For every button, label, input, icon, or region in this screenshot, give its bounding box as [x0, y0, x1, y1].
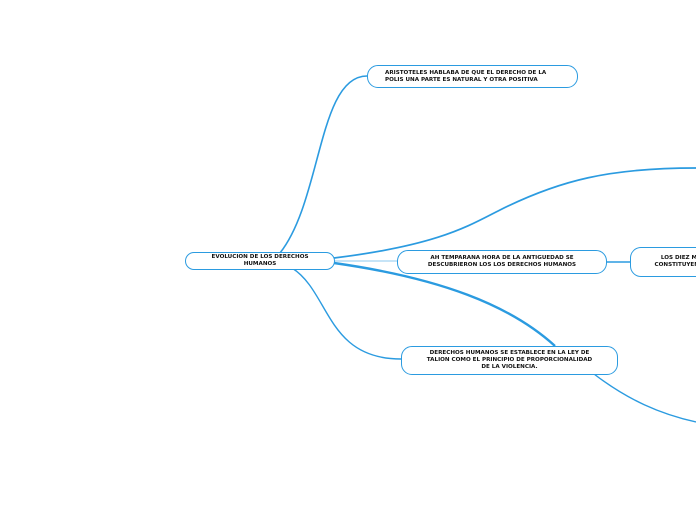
- node-diez-mandamientos-label: LOS DIEZ M CONSTITUYEN (: [654, 255, 696, 268]
- node-talion-label: DERECHOS HUMANOS SE ESTABLECE EN LA LEY …: [426, 350, 593, 370]
- branch-offscreen-top: [333, 167, 696, 259]
- branch-offscreen-middle: [333, 261, 556, 347]
- branch-talion: [291, 267, 402, 360]
- node-antiguedad-label: AH TEMPARANA HORA DE LA ANTIGUEDAD SE DE…: [427, 255, 577, 268]
- node-antiguedad[interactable]: AH TEMPARANA HORA DE LA ANTIGUEDAD SE DE…: [397, 250, 607, 274]
- branch-aristoteles: [279, 75, 368, 254]
- node-aristoteles-label: ARISTOTELES HABLABA DE QUE EL DERECHO DE…: [385, 69, 547, 83]
- node-aristoteles[interactable]: ARISTOTELES HABLABA DE QUE EL DERECHO DE…: [367, 65, 578, 88]
- root-node-label: EVOLUCION DE LOS DERECHOS HUMANOS: [211, 254, 309, 267]
- branch-offscreen-bottom: [593, 373, 696, 423]
- node-diez-mandamientos[interactable]: LOS DIEZ M CONSTITUYEN (: [630, 247, 696, 277]
- root-node[interactable]: EVOLUCION DE LOS DERECHOS HUMANOS: [185, 252, 335, 270]
- node-talion[interactable]: DERECHOS HUMANOS SE ESTABLECE EN LA LEY …: [401, 346, 618, 375]
